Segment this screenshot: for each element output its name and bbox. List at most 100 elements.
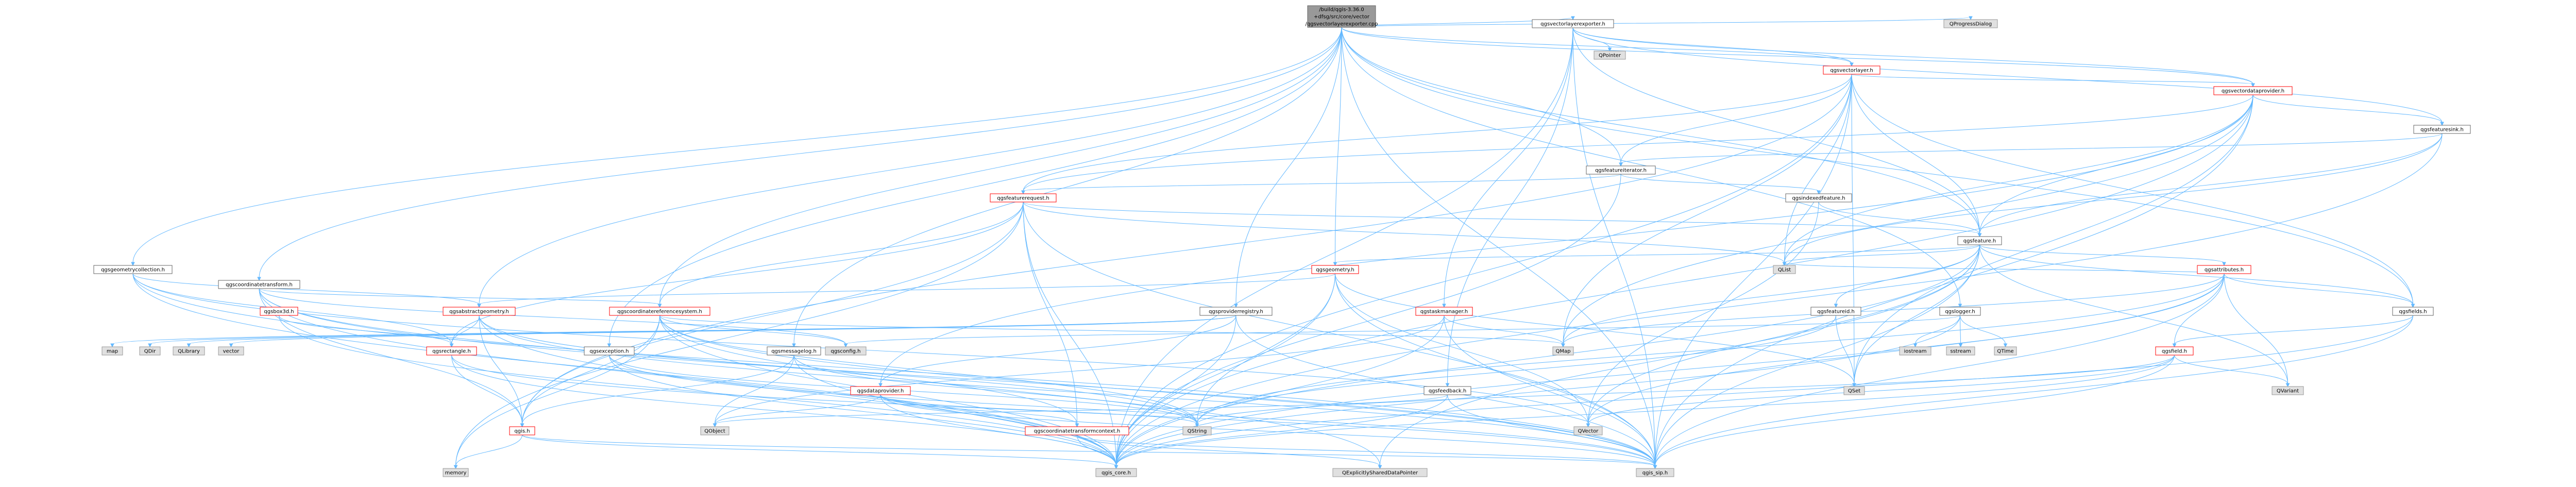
node-qgsattributes-h[interactable]: qgsattributes.h	[2197, 265, 2251, 274]
node-label: QList	[1778, 267, 1791, 273]
edge-arrowhead	[713, 423, 717, 428]
edge-line	[659, 315, 1380, 466]
edge-line	[1854, 94, 2253, 384]
edge-arrowhead	[131, 262, 135, 266]
node-qgsfeaturerequest-h[interactable]: qgsfeaturerequest.h	[990, 193, 1057, 203]
edge-qgsvectordataprovider_h-to-qlist	[1782, 94, 2253, 266]
node-qgsfield-h[interactable]: qgsfield.h	[2155, 346, 2194, 356]
edge-arrowhead	[449, 343, 454, 348]
edge-line	[1572, 27, 1610, 49]
edge-arrowhead	[1234, 304, 1238, 308]
node-qgsfeature-h[interactable]: qgsfeature.h	[1957, 236, 2002, 245]
node-qgsrectangle-h[interactable]: qgsrectangle.h	[426, 346, 477, 356]
edge-line	[1116, 273, 1335, 466]
node-qgsmessagelog-h[interactable]: qgsmessagelog.h	[767, 346, 821, 356]
node-qgsfeedback-h[interactable]: qgsfeedback.h	[1423, 386, 1471, 395]
edge-line	[1960, 315, 1961, 345]
edge-line	[1077, 434, 1380, 466]
node-qgscoordinatereferencesystem-h[interactable]: qgscoordinatereferencesystem.h	[609, 307, 710, 316]
edge-qgscoordinatereferencesystem_h-to-qmap	[659, 315, 1565, 348]
edge-line	[2174, 355, 2288, 384]
node-box	[1423, 386, 1471, 395]
edge-line	[451, 355, 1116, 466]
edge-line	[455, 201, 1024, 466]
node-label: QVector	[1578, 429, 1599, 434]
edge-line	[1335, 244, 1980, 263]
node-qgsindexedfeature-h[interactable]: qgsindexedfeature.h	[1785, 193, 1852, 203]
edge-line	[1851, 74, 2253, 85]
edge-qgsvectordataprovider_h-to-qgsdataprovider_h	[878, 94, 2253, 388]
edge-line	[1116, 244, 1980, 466]
edge-arrowhead	[1782, 262, 1787, 266]
edge-line	[1023, 201, 1116, 466]
node-label: qgsvectorlayerexporter.h	[1540, 22, 1605, 27]
node-qgsfeaturesink-h[interactable]: qgsfeaturesink.h	[2413, 125, 2471, 134]
node-qgsvectordataprovider-h[interactable]: qgsvectordataprovider.h	[2213, 86, 2293, 95]
edge-line	[1655, 244, 1980, 466]
node-iostream: iostream	[1899, 346, 1931, 356]
edge-arrowhead	[2222, 262, 2226, 266]
node-label: iostream	[1904, 349, 1927, 355]
node-box	[609, 307, 710, 316]
node-qlist: QList	[1773, 265, 1796, 274]
node-label: sstream	[1950, 349, 1971, 355]
node-qgscoordinatetransformcontext-h[interactable]: qgscoordinatetransformcontext.h	[1025, 426, 1129, 435]
edge-arrowhead	[1958, 343, 1963, 348]
edge-qgsfeaturerequest_h-to-qgsfeature_h	[1023, 201, 1982, 238]
edge-qgslogger_h-to-sstream	[1958, 315, 1963, 348]
node-qgsfields-h[interactable]: qgsfields.h	[2392, 307, 2434, 316]
edge-arrowhead	[2251, 83, 2255, 88]
node-qtime: QTime	[1994, 346, 2017, 356]
edge-line	[2174, 273, 2225, 345]
edge-line	[880, 315, 1236, 384]
edge-line	[1572, 27, 2253, 85]
node-qgslogger-h[interactable]: qgslogger.h	[1939, 307, 1981, 316]
node-label: QSet	[1848, 389, 1860, 394]
edge-line	[2224, 273, 2288, 384]
node-qgsgeometry-h[interactable]: qgsgeometry.h	[1311, 265, 1359, 274]
edge-line	[2174, 315, 2413, 345]
edge-line	[1116, 315, 1236, 466]
node-qgs-h[interactable]: qgis.h	[509, 426, 535, 435]
edge-line	[279, 315, 1116, 466]
edge-line	[1444, 315, 1655, 466]
edge-line	[659, 315, 1564, 345]
node-qgsabstractgeometry-h[interactable]: qgsabstractgeometry.h	[443, 307, 516, 316]
edge-arrowhead	[792, 343, 796, 348]
node-qgsdataprovider-h[interactable]: qgsdataprovider.h	[850, 386, 911, 395]
edge-line	[1572, 27, 2443, 123]
node-root[interactable]: /build/qgis-3.36.0+dfsg/src/core/vector/…	[1306, 5, 1378, 28]
node-qgsbox3d-h[interactable]: qgsbox3d.h	[260, 307, 298, 316]
edge-qgsfeatureiterator_h-to-qgsindexedfeature_h	[1620, 174, 1821, 195]
edge-arrowhead	[1850, 62, 1854, 67]
edge-arrowhead	[1817, 190, 1821, 195]
node-qgstaskmanager-h[interactable]: qgstaskmanager.h	[1415, 307, 1473, 316]
node-qgsexception-h[interactable]: qgsexception.h	[584, 346, 635, 356]
node-vector: vector	[218, 346, 244, 356]
edge-arrowhead	[1586, 423, 1590, 428]
edge-qgsattributes_h-to-qgsfields_h	[2224, 273, 2415, 308]
node-qgscoordinatetransform-h[interactable]: qgscoordinatetransform.h	[218, 280, 300, 289]
edge-arrowhead	[1607, 47, 1612, 52]
edge-arrowhead	[1958, 304, 1962, 308]
node-box	[93, 265, 173, 274]
edge-line	[522, 355, 794, 425]
edge-arrowhead	[1445, 383, 1450, 388]
node-qgsvectorlayerexporter-h[interactable]: qgsvectorlayerexporter.h	[1532, 19, 1614, 28]
node-qgsfeatureiterator-h[interactable]: qgsfeatureiterator.h	[1586, 165, 1656, 175]
node-qgsproviderregistry-h[interactable]: qgsproviderregistry.h	[1199, 307, 1273, 316]
edge-qgsfeaturerequest_h-to-qlist	[1023, 201, 1787, 266]
node-qgsgeometrycollection-h[interactable]: qgsgeometrycollection.h	[93, 265, 173, 274]
node-box	[1943, 19, 1998, 28]
edge-arrowhead	[477, 304, 481, 308]
node-qgsfeatureid-h[interactable]: qgsfeatureid.h	[1810, 307, 1861, 316]
node-qgis-core-h: qgis_core.h	[1095, 468, 1137, 477]
node-box	[1957, 236, 2002, 245]
edge-line	[259, 288, 1655, 466]
node-label: qgsexception.h	[589, 349, 629, 355]
edge-qgsfields_h-to-qgsfield_h	[2172, 315, 2413, 348]
edge-line	[1341, 27, 1621, 164]
edge-qgsvectordataprovider_h-to-qgis_core_h	[1114, 94, 2253, 469]
node-box	[2197, 265, 2251, 274]
node-qgsvectorlayer-h[interactable]: qgsvectorlayer.h	[1823, 65, 1880, 75]
